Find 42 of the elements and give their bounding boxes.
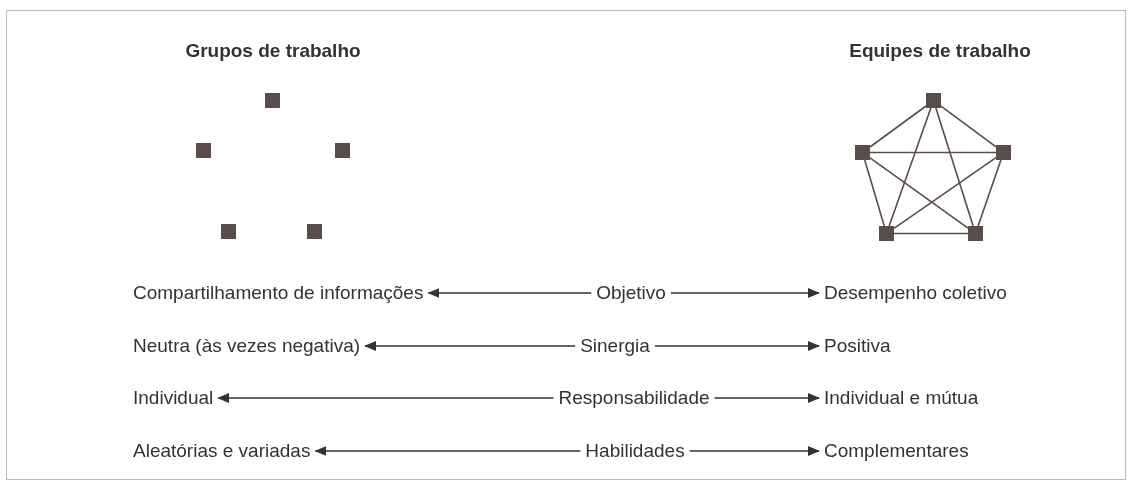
square-node bbox=[968, 226, 983, 241]
criterion-text: Habilidades bbox=[585, 438, 685, 464]
connector-line bbox=[869, 151, 997, 154]
arrow bbox=[314, 446, 582, 456]
group-trait-text: Individual bbox=[133, 385, 214, 411]
criterion-text: Sinergia bbox=[580, 333, 650, 359]
connector-line bbox=[863, 159, 886, 227]
arrow bbox=[427, 288, 592, 298]
connector-line bbox=[869, 157, 969, 229]
criterion-text: Responsabilidade bbox=[558, 385, 710, 411]
square-node bbox=[879, 226, 894, 241]
group-trait-text: Aleatórias e variadas bbox=[133, 438, 311, 464]
connector-line bbox=[888, 107, 932, 227]
connector-line bbox=[893, 232, 969, 235]
team-trait-text: Desempenho coletivo bbox=[824, 280, 1007, 306]
connector-line bbox=[935, 107, 974, 227]
connector-line bbox=[977, 159, 1002, 227]
team-trait-text: Positiva bbox=[824, 333, 891, 359]
criterion-text: Objetivo bbox=[596, 280, 666, 306]
arrow bbox=[688, 446, 820, 456]
group-trait-text: Neutra (às vezes negativa) bbox=[133, 333, 361, 359]
arrow bbox=[364, 341, 576, 351]
square-node bbox=[221, 224, 236, 239]
square-node bbox=[926, 93, 941, 108]
arrow bbox=[217, 393, 555, 403]
square-node bbox=[335, 143, 350, 158]
square-node bbox=[265, 93, 280, 108]
connector-line bbox=[893, 156, 997, 230]
connector-line bbox=[869, 105, 927, 148]
column-heading: Grupos de trabalho bbox=[185, 40, 361, 62]
arrow bbox=[713, 393, 820, 403]
square-node bbox=[307, 224, 322, 239]
team-trait-text: Individual e mútua bbox=[824, 385, 979, 411]
connector-line bbox=[940, 105, 997, 148]
square-node bbox=[855, 145, 870, 160]
team-trait-text: Complementares bbox=[824, 438, 969, 464]
group-trait-text: Compartilhamento de informações bbox=[133, 280, 424, 306]
arrow bbox=[670, 288, 820, 298]
arrow bbox=[654, 341, 820, 351]
square-node bbox=[996, 145, 1011, 160]
square-node bbox=[196, 143, 211, 158]
column-heading: Equipes de trabalho bbox=[849, 40, 1031, 62]
